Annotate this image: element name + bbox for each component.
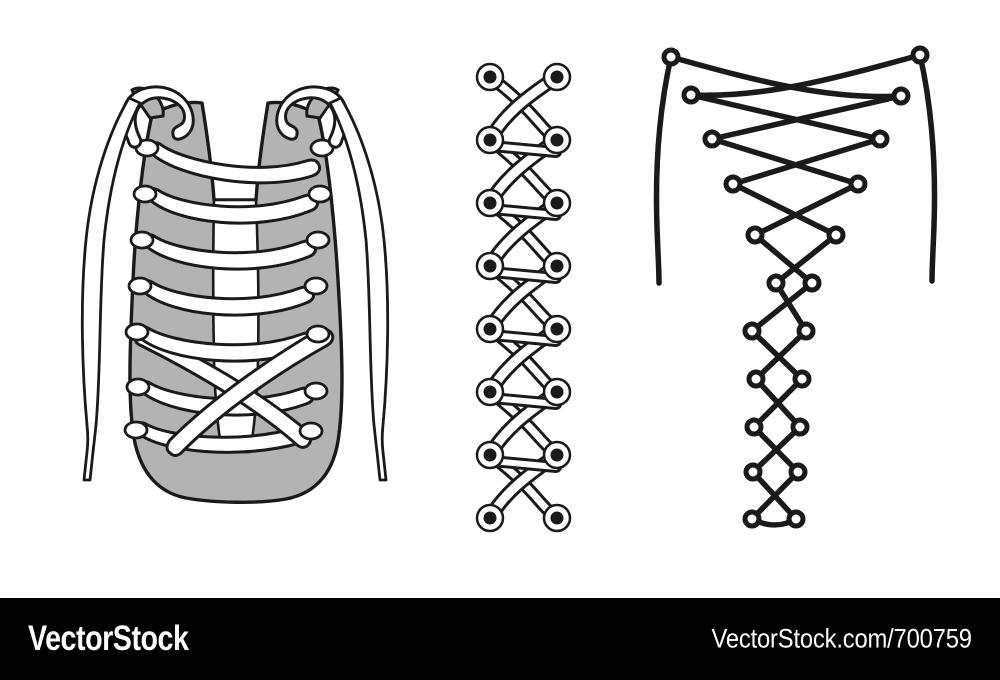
shoe-eyelet-left-7 xyxy=(123,420,149,440)
vectorstock-logo: VectorStock xyxy=(28,619,224,659)
corset-eyelet-right-9 xyxy=(790,417,810,437)
corset-eyelet-left-8 xyxy=(746,369,766,389)
shoe-eyelet-right-6 xyxy=(303,381,329,401)
shoe-lace-bands xyxy=(133,141,335,457)
corset-lace-8 xyxy=(752,181,861,238)
corset-eyelet-left-6 xyxy=(766,273,786,293)
shoe-eyelets xyxy=(123,138,335,441)
shoe-eyelet-left-6 xyxy=(125,377,151,397)
corset-eyelet-left-10 xyxy=(743,462,763,482)
corset-eyelet-left-9 xyxy=(744,417,764,437)
corset-eyelet-right-10 xyxy=(788,462,808,482)
corset-eyelet-left-4 xyxy=(723,174,743,194)
corset-eyelet-right-5 xyxy=(826,225,846,245)
shoe-eyelet-right-3 xyxy=(305,230,331,250)
vectorstock-url: VectorStock.com/700759 xyxy=(676,624,972,655)
lacing-artwork-svg xyxy=(80,45,938,533)
corset-lace-12 xyxy=(749,280,815,334)
corset-eyelet-right-2 xyxy=(891,86,911,106)
shoe-eyelet-right-4 xyxy=(303,276,329,296)
corset-eyelets xyxy=(661,45,930,529)
corset-lace-16 xyxy=(751,376,805,430)
corset-lace-lines xyxy=(668,52,923,528)
figure-corset-lacing xyxy=(653,45,938,529)
shoe-eyelet-right-2 xyxy=(307,184,333,204)
corset-lace-6 xyxy=(730,136,883,187)
corset-eyelet-left-7 xyxy=(742,321,762,341)
corset-eyelet-right-8 xyxy=(792,369,812,389)
corset-lace-5 xyxy=(709,136,861,187)
corset-lace-10 xyxy=(773,232,839,286)
shoe-lace-end-left xyxy=(80,96,142,482)
corset-lace-14 xyxy=(753,328,809,382)
woven-eyelet-row-2 xyxy=(475,125,572,155)
vectorstock-logo-text: VectorStock xyxy=(28,619,189,658)
figure-shoe xyxy=(80,85,390,504)
woven-eyelet-row-1 xyxy=(475,62,572,92)
shoe-lace-diagonal-b xyxy=(165,327,335,457)
watermark-footer: VectorStock VectorStock.com/700759 xyxy=(0,598,1000,680)
corset-eyelet-right-1 xyxy=(910,45,930,65)
artwork-area xyxy=(80,45,938,533)
corset-eyelet-right-11 xyxy=(786,509,806,529)
woven-eyelet-row-3 xyxy=(475,188,572,218)
corset-lace-4 xyxy=(709,93,904,142)
corset-edge-right xyxy=(917,52,938,284)
shoe-eyelet-left-3 xyxy=(129,230,155,250)
corset-lace-13 xyxy=(749,328,805,382)
corset-eyelet-left-1 xyxy=(661,47,681,67)
figure-woven-lacing xyxy=(475,62,572,533)
shoe-eyelet-left-4 xyxy=(127,276,153,296)
shoe-eyelet-right-7 xyxy=(298,421,324,441)
corset-lace-1 xyxy=(668,54,904,100)
woven-eyelet-row-4 xyxy=(475,251,572,281)
corset-eyelet-left-2 xyxy=(681,85,701,105)
corset-lace-18 xyxy=(750,424,803,475)
woven-eyelet-row-7 xyxy=(475,440,572,470)
corset-eyelet-left-5 xyxy=(745,225,765,245)
woven-eyelet-row-6 xyxy=(475,377,572,407)
corset-eyelet-right-7 xyxy=(796,321,816,341)
woven-eyelet-row-8 xyxy=(475,503,572,533)
corset-lace-20 xyxy=(749,469,801,522)
corset-eyelet-left-11 xyxy=(742,509,762,529)
corset-eyelet-right-6 xyxy=(802,273,822,293)
shoe-eyelet-left-2 xyxy=(132,184,158,204)
corset-lace-7 xyxy=(730,181,839,238)
corset-lace-3 xyxy=(688,92,883,142)
corset-edge-left xyxy=(653,54,674,286)
corset-lace-9 xyxy=(752,232,815,286)
corset-eyelet-right-3 xyxy=(870,129,890,149)
corset-eyelet-left-3 xyxy=(702,129,722,149)
corset-eyelet-right-4 xyxy=(848,174,868,194)
vectorstock-url-text: VectorStock.com/700759 xyxy=(711,623,972,654)
shoe-eyelet-right-5 xyxy=(305,324,331,344)
woven-eyelet-row-5 xyxy=(475,314,572,344)
woven-eyelets xyxy=(475,62,572,533)
corset-lace-2 xyxy=(688,52,923,99)
shoe-lace-end-right xyxy=(328,96,390,482)
shoe-eyelet-left-5 xyxy=(124,322,150,342)
